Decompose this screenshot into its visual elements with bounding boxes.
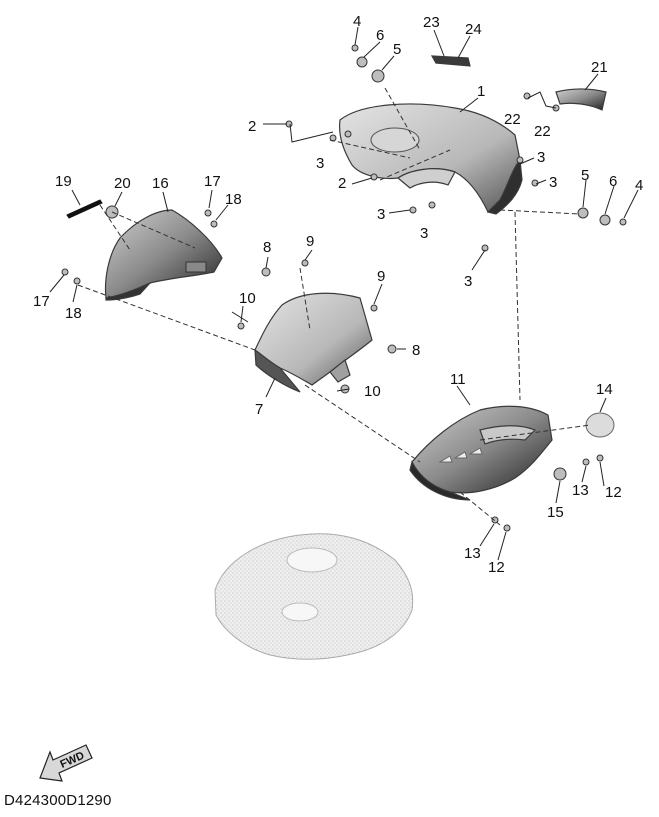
- callout-5: 5: [581, 167, 589, 184]
- callout-4: 4: [353, 13, 361, 30]
- callout-20: 20: [114, 175, 131, 192]
- part-23-24-emblem: [430, 55, 471, 67]
- fwd-label: FWD: [58, 750, 86, 771]
- part-16-side-cover: [104, 209, 223, 301]
- part-1-upper-cover: [338, 103, 523, 215]
- callout-10: 10: [364, 383, 381, 400]
- fwd-arrow-icon: FWD: [39, 744, 93, 782]
- callout-24: 24: [465, 21, 482, 38]
- callout-1: 1: [477, 83, 485, 100]
- callout-12: 12: [605, 484, 622, 501]
- callout-13: 13: [464, 545, 481, 562]
- callout-5: 5: [393, 41, 401, 58]
- callout-8: 8: [412, 342, 420, 359]
- callout-23: 23: [423, 14, 440, 31]
- callout-19: 19: [55, 173, 72, 190]
- callout-22: 22: [504, 111, 521, 128]
- callout-11: 11: [450, 371, 466, 388]
- callout-3: 3: [537, 149, 545, 166]
- callout-13: 13: [572, 482, 589, 499]
- callout-3: 3: [549, 174, 557, 191]
- callout-4: 4: [635, 177, 643, 194]
- assembly-lines: [77, 87, 591, 526]
- callout-16: 16: [152, 175, 169, 192]
- callout-3: 3: [420, 225, 428, 242]
- callout-21: 21: [591, 59, 608, 76]
- callout-6: 6: [609, 173, 617, 190]
- leader-lines: [49, 26, 639, 561]
- callout-12: 12: [488, 559, 505, 576]
- callout-22: 22: [534, 123, 551, 140]
- diagram-code: D424300D1290: [4, 792, 112, 809]
- callout-7: 7: [255, 401, 263, 418]
- callout-18: 18: [65, 305, 82, 322]
- callout-3: 3: [377, 206, 385, 223]
- callout-6: 6: [376, 27, 384, 44]
- callout-15: 15: [547, 504, 564, 521]
- callout-18: 18: [225, 191, 242, 208]
- callout-3: 3: [316, 155, 324, 172]
- fuel-tank-phantom: [214, 533, 414, 660]
- callout-9: 9: [306, 233, 314, 250]
- callout-10: 10: [239, 290, 256, 307]
- callout-9: 9: [377, 268, 385, 285]
- callout-2: 2: [248, 118, 256, 135]
- callout-8: 8: [263, 239, 271, 256]
- callout-14: 14: [596, 381, 613, 398]
- callout-17: 17: [204, 173, 221, 190]
- callout-2: 2: [338, 175, 346, 192]
- callout-3: 3: [464, 273, 472, 290]
- part-21-trim: [555, 88, 607, 111]
- part-7-center-panel: [254, 292, 373, 393]
- part-14-cap: [585, 412, 615, 438]
- part-11-lower-cover: [409, 405, 553, 501]
- callout-17: 17: [33, 293, 50, 310]
- callouts: 4 6 5 23 24 21 1 22 22 2 3 3 3 2 3 3 3 5…: [33, 13, 643, 576]
